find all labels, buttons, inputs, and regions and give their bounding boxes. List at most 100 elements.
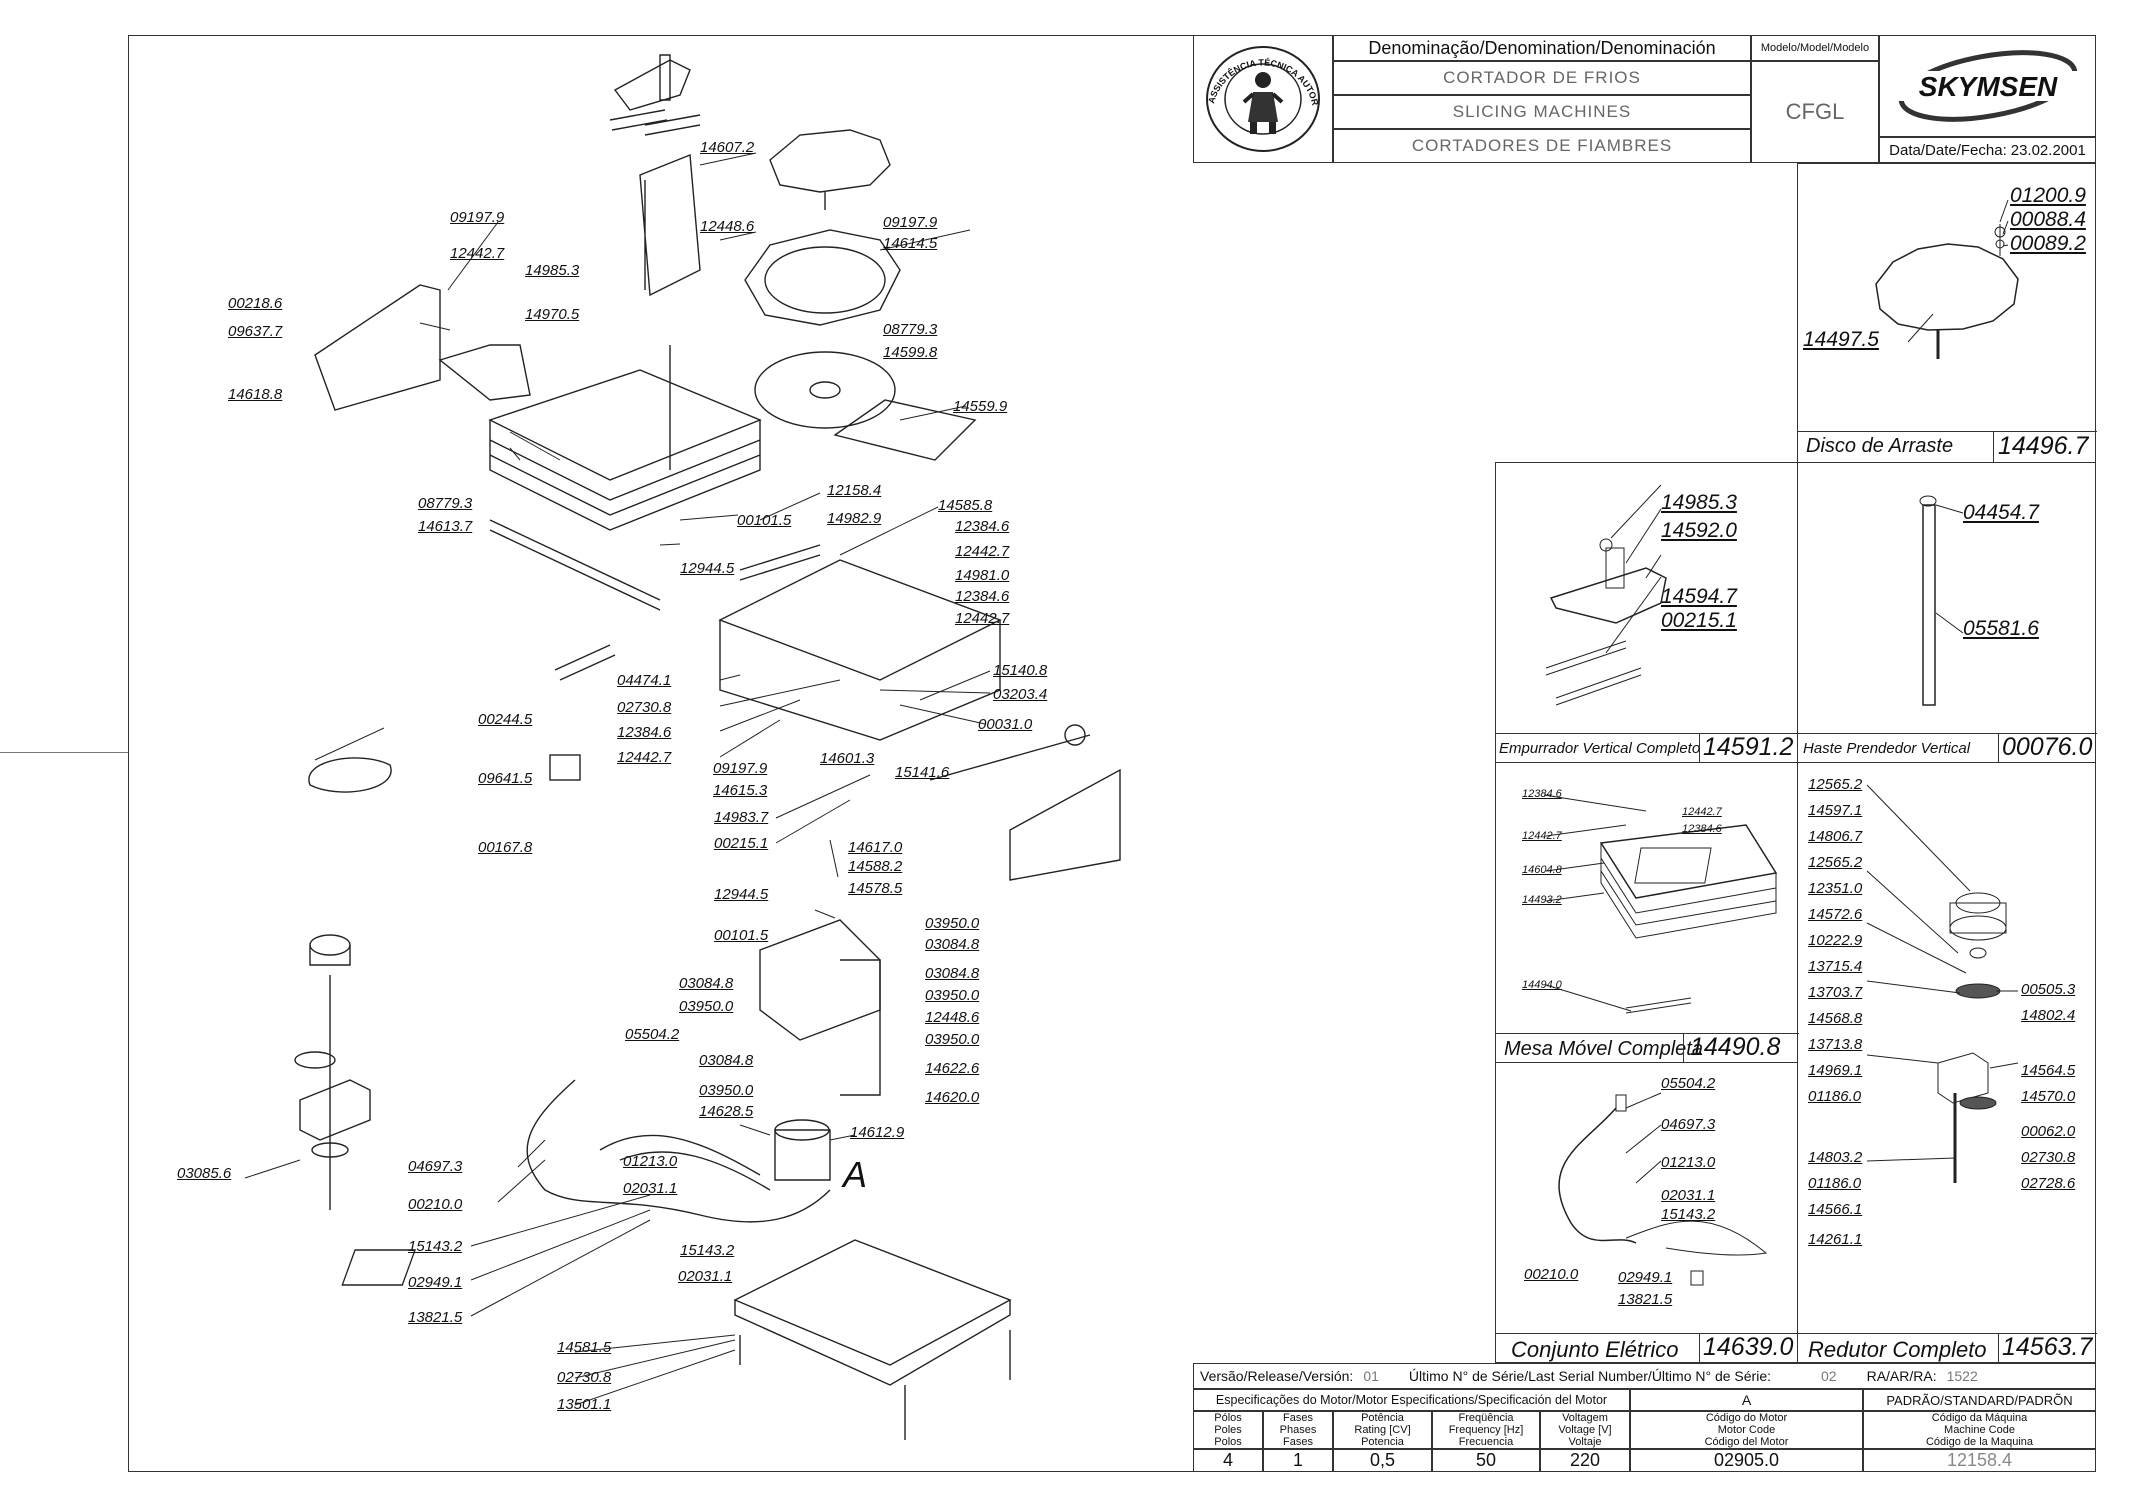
part-label: 14618.8 xyxy=(228,386,283,403)
part-label: 00210.0 xyxy=(408,1196,463,1213)
part-label: 03084.8 xyxy=(925,965,980,982)
reducer-housing xyxy=(309,945,351,966)
date-label: Data/Date/Fecha: xyxy=(1889,141,2007,159)
redutor-label-l8: 13715.4 xyxy=(1808,958,1863,975)
base-opening xyxy=(341,1249,416,1286)
empurrador-number-divider xyxy=(1699,733,1700,763)
part-label: 14617.0 xyxy=(848,839,903,856)
side-guide-plate xyxy=(639,153,701,297)
disco-number: 14496.7 xyxy=(1998,432,2089,460)
blade-hub xyxy=(809,381,841,399)
motor-bracket xyxy=(759,919,881,1041)
part-label: 15143.2 xyxy=(408,1238,463,1255)
part-label: 14612.9 xyxy=(850,1124,905,1141)
part-label: 14620.0 xyxy=(925,1089,980,1106)
version-label: Versão/Release/Versión: xyxy=(1200,1368,1354,1384)
panel-empurrador: 14985.3 14592.0 14594.7 00215.1 Empurrad… xyxy=(1495,462,1799,763)
haste-title: Haste Prendedor Vertical xyxy=(1803,740,1971,757)
part-label: 14615.3 xyxy=(713,782,768,799)
part-label: 15140.8 xyxy=(993,662,1048,679)
part-label: 12384.6 xyxy=(955,518,1010,535)
part-label: 05504.2 xyxy=(625,1026,680,1043)
frequency-h3: Frecuencia xyxy=(1458,1436,1514,1448)
disco-label-4: 14497.5 xyxy=(1803,328,1879,351)
part-label: 12384.6 xyxy=(955,588,1010,605)
serial-value: 02 xyxy=(1821,1368,1837,1384)
conjunto-label-7: 02949.1 xyxy=(1618,1269,1673,1286)
carriage-table xyxy=(488,369,762,481)
part-label: 02031.1 xyxy=(678,1268,733,1285)
part-label: 02031.1 xyxy=(623,1180,678,1197)
part-label: 03084.8 xyxy=(699,1052,754,1069)
rear-cover-plate xyxy=(314,284,441,411)
part-label: 12448.6 xyxy=(700,218,755,235)
redutor-label-r6: 02730.8 xyxy=(2021,1149,2076,1166)
guide-bracket xyxy=(438,344,531,401)
machine-code-h2: Machine Code xyxy=(1944,1424,2015,1436)
drive-pulley xyxy=(1064,724,1086,746)
rating-h2: Rating [CV] xyxy=(1354,1424,1411,1436)
empurrador-drawing xyxy=(1545,484,1667,706)
mesa-label-7: 14494.0 xyxy=(1522,979,1562,991)
poles-h2: Poles xyxy=(1214,1424,1242,1436)
disco-drawing xyxy=(1875,199,2019,359)
voltage-value: 220 xyxy=(1540,1449,1630,1472)
denomination-header: Denominação/Denomination/Denominación xyxy=(1333,35,1751,61)
redutor-label-l15: 01186.0 xyxy=(1808,1175,1862,1192)
machine-code-value: 12158.4 xyxy=(1863,1449,2096,1472)
part-label: 08779.3 xyxy=(418,495,473,512)
part-label: 01213.0 xyxy=(623,1153,678,1170)
part-label: 03084.8 xyxy=(925,936,980,953)
bottom-base-body xyxy=(734,1300,1011,1386)
poles-value: 4 xyxy=(1193,1449,1263,1472)
part-label: 00218.6 xyxy=(228,295,283,312)
mesa-number: 14490.8 xyxy=(1690,1033,1781,1061)
disco-label-1: 01200.9 xyxy=(2010,184,2086,207)
haste-number: 00076.0 xyxy=(2002,733,2093,761)
part-label: 12944.5 xyxy=(680,560,735,577)
empurrador-title: Empurrador Vertical Completo xyxy=(1499,740,1701,757)
revision-cell: Versão/Release/Versión: 01 Último N° de … xyxy=(1193,1363,2096,1389)
part-label: 09637.7 xyxy=(228,323,283,340)
part-label: 00244.5 xyxy=(478,711,533,728)
poles-h3: Polos xyxy=(1214,1436,1242,1448)
disco-label-3: 00089.2 xyxy=(2010,232,2086,255)
redutor-label-r1: 00505.3 xyxy=(2021,981,2076,998)
rating-h3: Potencia xyxy=(1361,1436,1404,1448)
wiring-harness-2 xyxy=(599,1134,771,1191)
conjunto-drawing xyxy=(1558,1092,1768,1286)
part-label: 03950.0 xyxy=(699,1082,754,1099)
version-value: 01 xyxy=(1363,1368,1379,1384)
reducer-pulley xyxy=(309,934,351,956)
part-label: 03950.0 xyxy=(925,1031,980,1048)
haste-title-divider xyxy=(1798,733,2097,734)
part-label: 14970.5 xyxy=(525,306,580,323)
wiring-harness xyxy=(526,1079,831,1223)
part-label: 12442.7 xyxy=(955,543,1010,560)
conjunto-label-5: 15143.2 xyxy=(1661,1206,1716,1223)
mesa-title: Mesa Móvel Completa xyxy=(1504,1038,1703,1060)
part-label: 14628.5 xyxy=(699,1103,754,1120)
redutor-label-r4: 14570.0 xyxy=(2021,1088,2076,1105)
carriage-disc xyxy=(769,129,891,193)
upper-guide-bar xyxy=(739,544,821,581)
disco-number-divider xyxy=(1993,431,1994,463)
part-label: 14981.0 xyxy=(955,567,1010,584)
redutor-label-l13: 01186.0 xyxy=(1808,1088,1862,1105)
redutor-label-l11: 13713.8 xyxy=(1808,1036,1863,1053)
part-label: 14578.5 xyxy=(848,880,903,897)
conjunto-label-8: 13821.5 xyxy=(1618,1291,1673,1308)
part-label: 09197.9 xyxy=(883,214,938,231)
part-label: 15143.2 xyxy=(680,1242,735,1259)
conjunto-label-3: 01213.0 xyxy=(1661,1154,1716,1171)
ra-label: RA/AR/RA: xyxy=(1866,1368,1937,1384)
sheet-margin-line xyxy=(0,752,128,753)
phases-value: 1 xyxy=(1263,1449,1333,1472)
pusher-top xyxy=(613,59,691,111)
redutor-label-l14: 14803.2 xyxy=(1808,1149,1863,1166)
